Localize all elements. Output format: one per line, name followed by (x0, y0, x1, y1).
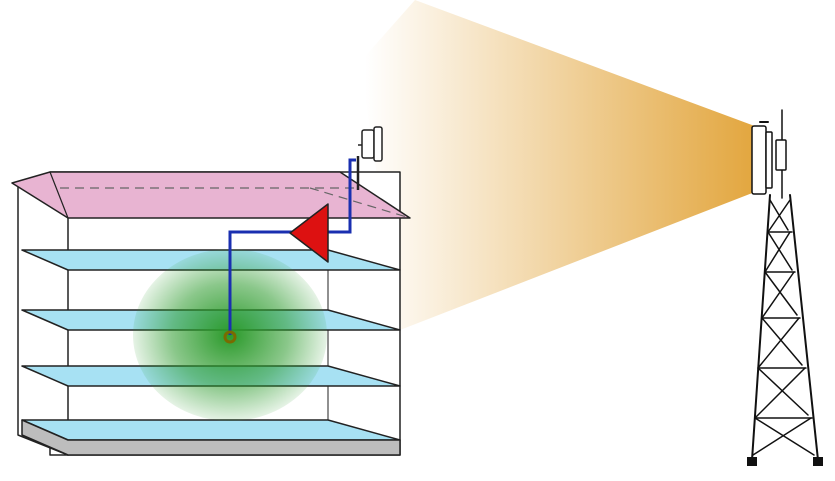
roof (11, 171, 411, 219)
roof-ridge-left (49, 171, 69, 219)
coax-cable-donor (328, 158, 356, 234)
building-base (21, 419, 401, 456)
donor-antenna-icon (356, 126, 383, 190)
signal-beam (360, 0, 760, 330)
indoor-antenna-icon (223, 330, 237, 344)
cell-tower-icon (747, 109, 823, 466)
roof-hidden-diagonal (309, 187, 411, 219)
signal-booster-triangle-icon (289, 203, 329, 263)
coax-cable (228, 230, 292, 335)
